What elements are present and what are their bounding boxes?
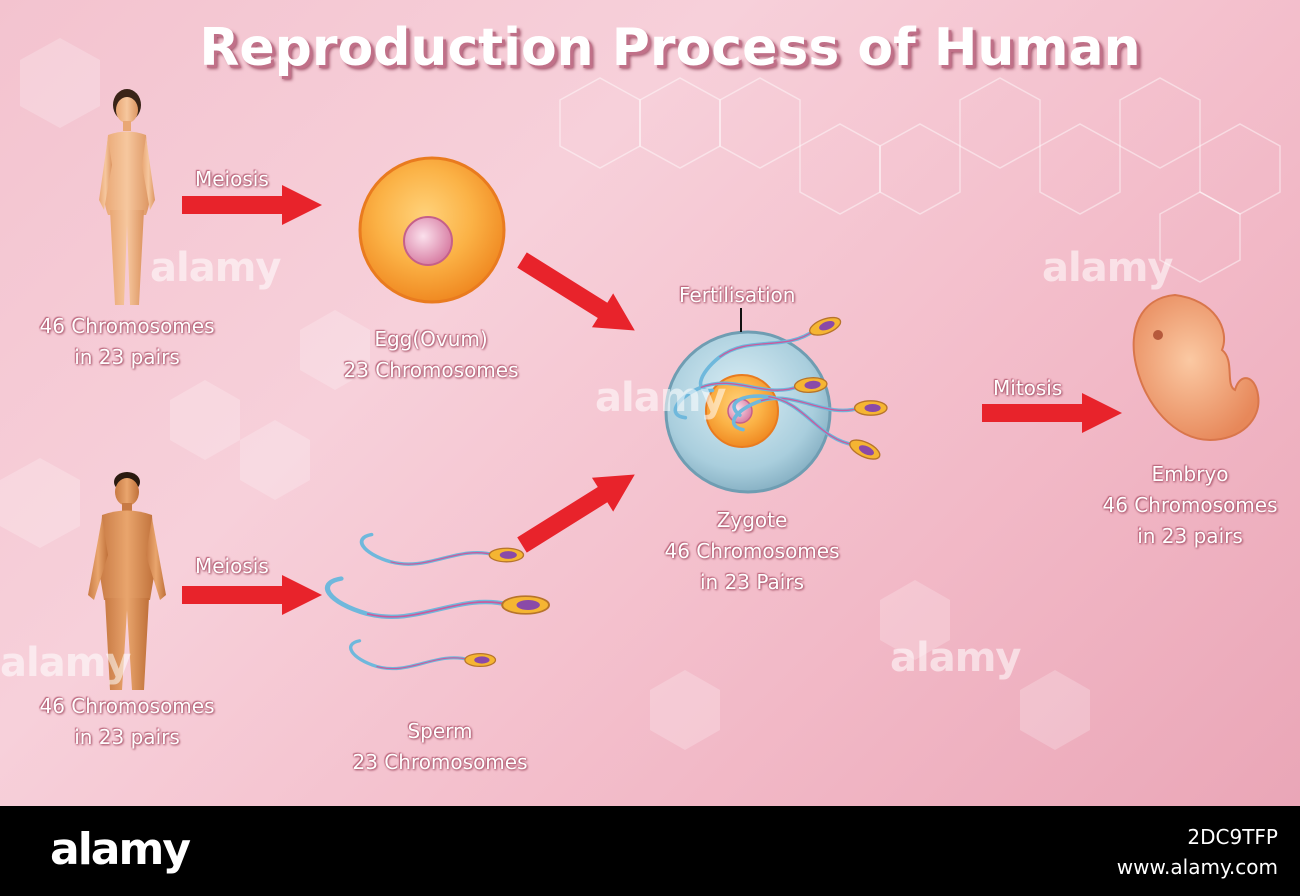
page-title: Reproduction Process of Human xyxy=(199,18,1141,78)
arrow-icon xyxy=(511,457,646,562)
mitosis-label: Mitosis xyxy=(993,376,1063,400)
meiosis-label-top: Meiosis xyxy=(195,167,269,191)
egg-label: Egg(Ovum)23 Chromosomes xyxy=(343,327,519,382)
fertilisation-label: Fertilisation xyxy=(679,283,796,307)
watermark: alamy xyxy=(595,375,726,421)
watermark: alamy xyxy=(150,245,281,291)
sperm-icon xyxy=(327,532,549,671)
female-figure-icon xyxy=(99,89,155,305)
zygote-icon xyxy=(664,308,889,494)
watermark: alamy xyxy=(890,635,1021,681)
egg-cell-icon xyxy=(358,156,506,304)
male-figure-icon xyxy=(88,472,166,690)
diagram-graphics xyxy=(0,38,1281,750)
hex-grid-decoration xyxy=(559,77,1281,283)
watermark: alamy xyxy=(1042,245,1173,291)
hex-bg-shapes xyxy=(0,38,1090,750)
embryo-icon xyxy=(1132,293,1260,442)
footer-bar xyxy=(0,806,1300,896)
watermark: alamy xyxy=(0,640,131,686)
footer-url[interactable]: www.alamy.com xyxy=(1116,855,1278,879)
image-code: 2DC9TFP xyxy=(1187,825,1278,849)
meiosis-label-bottom: Meiosis xyxy=(195,554,269,578)
footer-logo[interactable]: alamy xyxy=(50,824,191,875)
